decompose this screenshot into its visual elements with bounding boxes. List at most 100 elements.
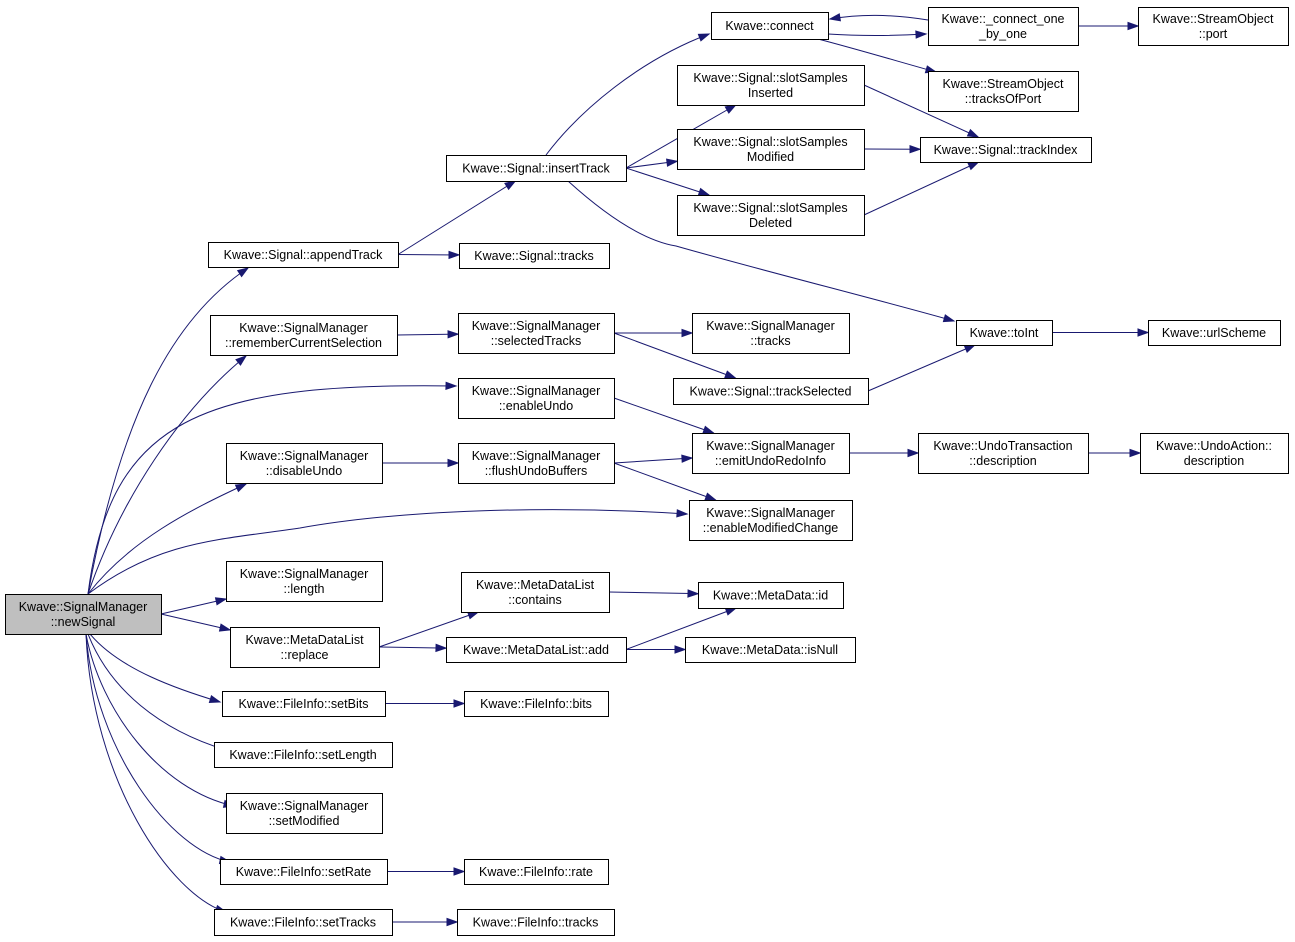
- edge-line: [567, 180, 955, 322]
- arrowhead: [1137, 328, 1150, 337]
- node-label: ::contains: [508, 593, 562, 607]
- node-flushUndo[interactable]: Kwave::SignalManager::flushUndoBuffers: [458, 443, 615, 484]
- node-newSignal[interactable]: Kwave::SignalManager::newSignal: [5, 594, 162, 635]
- arrowhead: [702, 425, 716, 434]
- node-box: [214, 742, 393, 768]
- node-enableModChange[interactable]: Kwave::SignalManager::enableModifiedChan…: [689, 500, 853, 541]
- node-label: Kwave::connect: [725, 19, 814, 33]
- node-selectedTracks[interactable]: Kwave::SignalManager::selectedTracks: [458, 313, 615, 354]
- edge-line: [817, 38, 937, 73]
- node-box: [459, 243, 610, 269]
- node-label: ::setModified: [269, 814, 340, 828]
- node-fi_rate[interactable]: Kwave::FileInfo::rate: [464, 859, 609, 885]
- node-box: [226, 561, 383, 602]
- node-connect[interactable]: Kwave::connect: [711, 12, 829, 40]
- edge-line: [827, 33, 927, 36]
- arrowhead: [1127, 21, 1140, 31]
- node-disableUndo[interactable]: Kwave::SignalManager::disableUndo: [226, 443, 383, 484]
- node-so_port[interactable]: Kwave::StreamObject::port: [1138, 7, 1289, 46]
- node-label: Inserted: [748, 86, 793, 100]
- arrowhead: [453, 867, 466, 876]
- arrowhead: [453, 699, 466, 708]
- edge-slotInserted-to-trackIndex: [863, 84, 980, 138]
- node-rememberSel[interactable]: Kwave::SignalManager::rememberCurrentSel…: [210, 315, 398, 356]
- node-label: Kwave::SignalManager: [240, 567, 369, 581]
- node-trackIndex[interactable]: Kwave::Signal::trackIndex: [920, 137, 1092, 163]
- node-label: Modified: [747, 150, 794, 164]
- node-label: Kwave::FileInfo::setRate: [236, 865, 372, 879]
- node-box: [220, 859, 388, 885]
- node-box: [458, 443, 615, 484]
- arrowhead: [447, 330, 460, 339]
- node-label: Kwave::MetaData::isNull: [702, 643, 838, 657]
- node-undoTransDesc[interactable]: Kwave::UndoTransaction::description: [918, 433, 1089, 474]
- edge-connect-to-connect_one: [827, 30, 928, 39]
- node-mdl_add[interactable]: Kwave::MetaDataList::add: [446, 637, 627, 663]
- edge-line: [85, 633, 235, 807]
- arrowhead: [447, 458, 460, 468]
- arrowhead: [966, 128, 980, 138]
- node-so_tracksOfPort[interactable]: Kwave::StreamObject::tracksOfPort: [928, 71, 1079, 112]
- edge-disableUndo-to-flushUndo: [382, 458, 460, 468]
- node-fi_bits[interactable]: Kwave::FileInfo::bits: [464, 691, 609, 717]
- node-box: [230, 627, 380, 668]
- node-setTracks[interactable]: Kwave::FileInfo::setTracks: [214, 909, 393, 936]
- node-box: [711, 12, 829, 40]
- node-box: [226, 443, 383, 484]
- node-md_id[interactable]: Kwave::MetaData::id: [698, 582, 844, 609]
- node-setLength[interactable]: Kwave::FileInfo::setLength: [214, 742, 393, 768]
- arrowhead: [687, 589, 700, 598]
- arrowhead: [218, 623, 232, 632]
- arrowhead: [235, 355, 248, 366]
- node-setModified[interactable]: Kwave::SignalManager::setModified: [226, 793, 383, 834]
- arrowhead: [915, 30, 928, 39]
- node-label: Kwave::UndoTransaction: [933, 439, 1072, 453]
- node-enableUndo[interactable]: Kwave::SignalManager::enableUndo: [458, 378, 615, 419]
- edge-mdl_replace-to-mdl_contains: [378, 611, 480, 648]
- node-setRate[interactable]: Kwave::FileInfo::setRate: [220, 859, 388, 885]
- node-label: Kwave::urlScheme: [1162, 326, 1266, 340]
- node-label: Kwave::Signal::slotSamples: [693, 135, 847, 149]
- edge-connect_one-to-connect: [828, 13, 929, 22]
- edge-flushUndo-to-enableModChange: [613, 462, 718, 501]
- edge-slotDeleted-to-trackIndex: [863, 161, 980, 216]
- node-sm_tracks[interactable]: Kwave::SignalManager::tracks: [692, 313, 850, 354]
- node-trackSelected[interactable]: Kwave::Signal::trackSelected: [673, 378, 869, 405]
- arrowhead: [828, 13, 842, 22]
- edge-line: [863, 161, 979, 216]
- node-md_isNull[interactable]: Kwave::MetaData::isNull: [685, 637, 856, 663]
- edge-trackSelected-to-toInt: [867, 344, 977, 392]
- node-label: Kwave::FileInfo::tracks: [473, 916, 599, 930]
- node-box: [446, 155, 627, 182]
- node-box: [685, 637, 856, 663]
- node-setBits[interactable]: Kwave::FileInfo::setBits: [222, 691, 386, 717]
- arrowhead: [681, 328, 694, 338]
- node-label: Kwave::SignalManager: [706, 506, 835, 520]
- node-label: ::newSignal: [51, 615, 116, 629]
- node-fi_tracks[interactable]: Kwave::FileInfo::tracks: [457, 909, 615, 936]
- edge-line: [613, 462, 716, 501]
- edge-newSignal-to-disableUndo: [87, 483, 248, 595]
- edge-line: [87, 385, 457, 595]
- arrowhead: [234, 483, 248, 493]
- arrowhead: [724, 370, 737, 379]
- node-sm_length[interactable]: Kwave::SignalManager::length: [226, 561, 383, 602]
- node-sig_tracks[interactable]: Kwave::Signal::tracks: [459, 243, 610, 269]
- node-undoActionDesc[interactable]: Kwave::UndoAction::description: [1140, 433, 1289, 474]
- arrowhead: [446, 917, 459, 927]
- node-mdl_replace[interactable]: Kwave::MetaDataList::replace: [230, 627, 380, 668]
- node-box: [692, 433, 850, 474]
- node-toInt[interactable]: Kwave::toInt: [956, 320, 1053, 346]
- node-urlScheme[interactable]: Kwave::urlScheme: [1148, 320, 1281, 346]
- node-emitUndoRedo[interactable]: Kwave::SignalManager::emitUndoRedoInfo: [692, 433, 850, 474]
- node-appendTrack[interactable]: Kwave::Signal::appendTrack: [208, 242, 399, 268]
- arrowhead: [909, 144, 922, 154]
- node-mdl_contains[interactable]: Kwave::MetaDataList::contains: [461, 572, 610, 613]
- node-insertTrack[interactable]: Kwave::Signal::insertTrack: [446, 155, 627, 182]
- edge-insertTrack-to-toInt: [567, 180, 956, 323]
- node-connect_one[interactable]: Kwave::_connect_one_by_one: [928, 7, 1079, 46]
